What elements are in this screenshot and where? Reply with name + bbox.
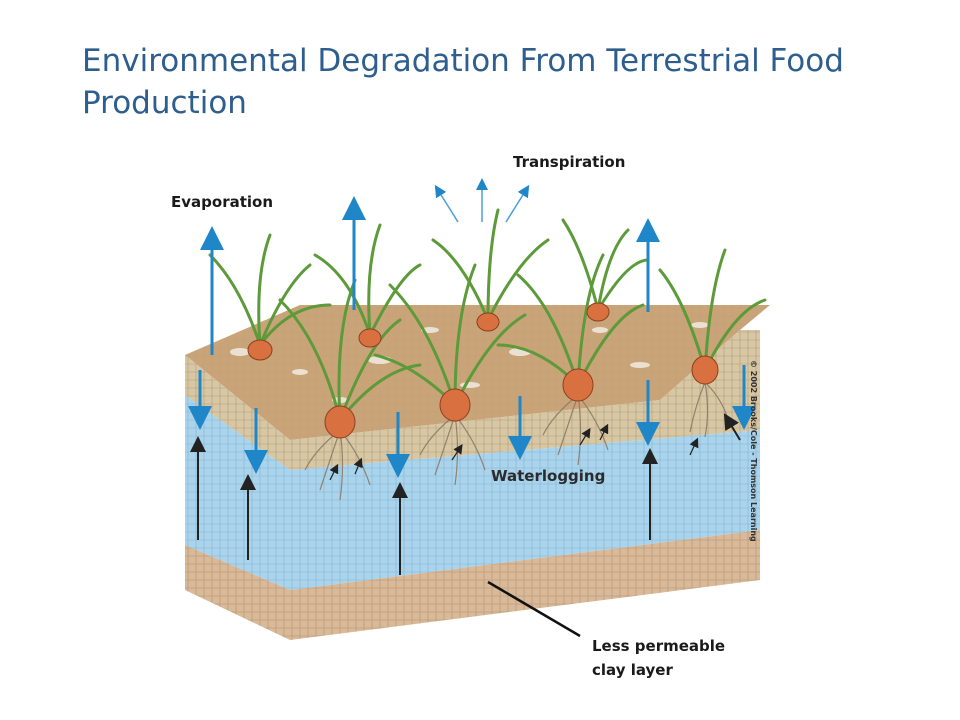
copyright-credit: © 2002 Brooks/Cole - Thomson Learning xyxy=(749,360,758,542)
rising-water-arrows xyxy=(190,413,741,575)
transpiration-arrows xyxy=(434,178,530,223)
evaporation-label: Evaporation xyxy=(171,193,274,211)
clay-leader-line xyxy=(487,580,581,638)
crop-plants xyxy=(208,208,767,422)
evaporation-arrows xyxy=(200,196,660,355)
slide-title: Environmental Degradation From Terrestri… xyxy=(82,43,844,121)
clay-layer-label: Less permeable clay layer xyxy=(592,637,726,679)
transpiration-label: Transpiration xyxy=(513,153,626,171)
infiltration-arrows xyxy=(188,365,756,478)
root-zone-arrows xyxy=(329,423,699,481)
onion-bulbs xyxy=(247,302,719,439)
waterlogging-label: Waterlogging xyxy=(491,467,606,485)
